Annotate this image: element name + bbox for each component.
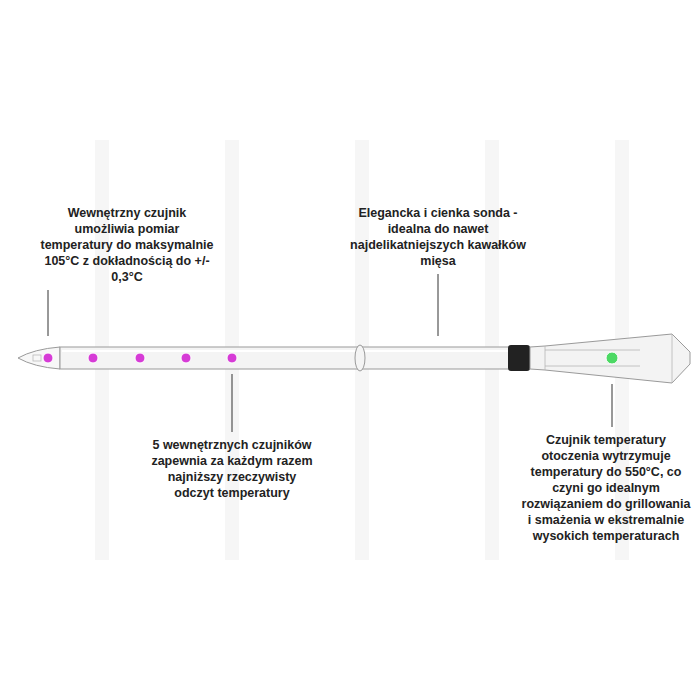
- handle-inner-line: [672, 334, 673, 383]
- ambient-sensor: [606, 352, 618, 364]
- tube-highlight: [62, 350, 508, 352]
- callout-text: 5 wewnętrznych czujników zapewnia za każ…: [147, 437, 317, 501]
- callout-text: Elegancka i cienka sonda - idealna do na…: [349, 205, 527, 269]
- leader-line: [438, 274, 439, 336]
- handle-inner-line: [545, 350, 640, 351]
- probe-handle: [530, 334, 690, 383]
- leader-line: [612, 384, 613, 427]
- probe-tip-marker: [33, 355, 41, 361]
- handle-inner-line: [545, 346, 546, 370]
- leader-line: [48, 290, 49, 336]
- internal-sensors: [43, 353, 237, 363]
- leader-line: [232, 374, 233, 432]
- handle-inner-line: [545, 366, 640, 367]
- callout-text: Wewnętrzny czujnik umożliwia pomiar temp…: [38, 205, 216, 285]
- callout-text: Czujnik temperatury otoczenia wytrzymuje…: [520, 432, 692, 544]
- black-band: [508, 345, 530, 371]
- probe-tip: [18, 347, 60, 369]
- probe-tube: [60, 347, 510, 369]
- tube-joint: [355, 345, 365, 371]
